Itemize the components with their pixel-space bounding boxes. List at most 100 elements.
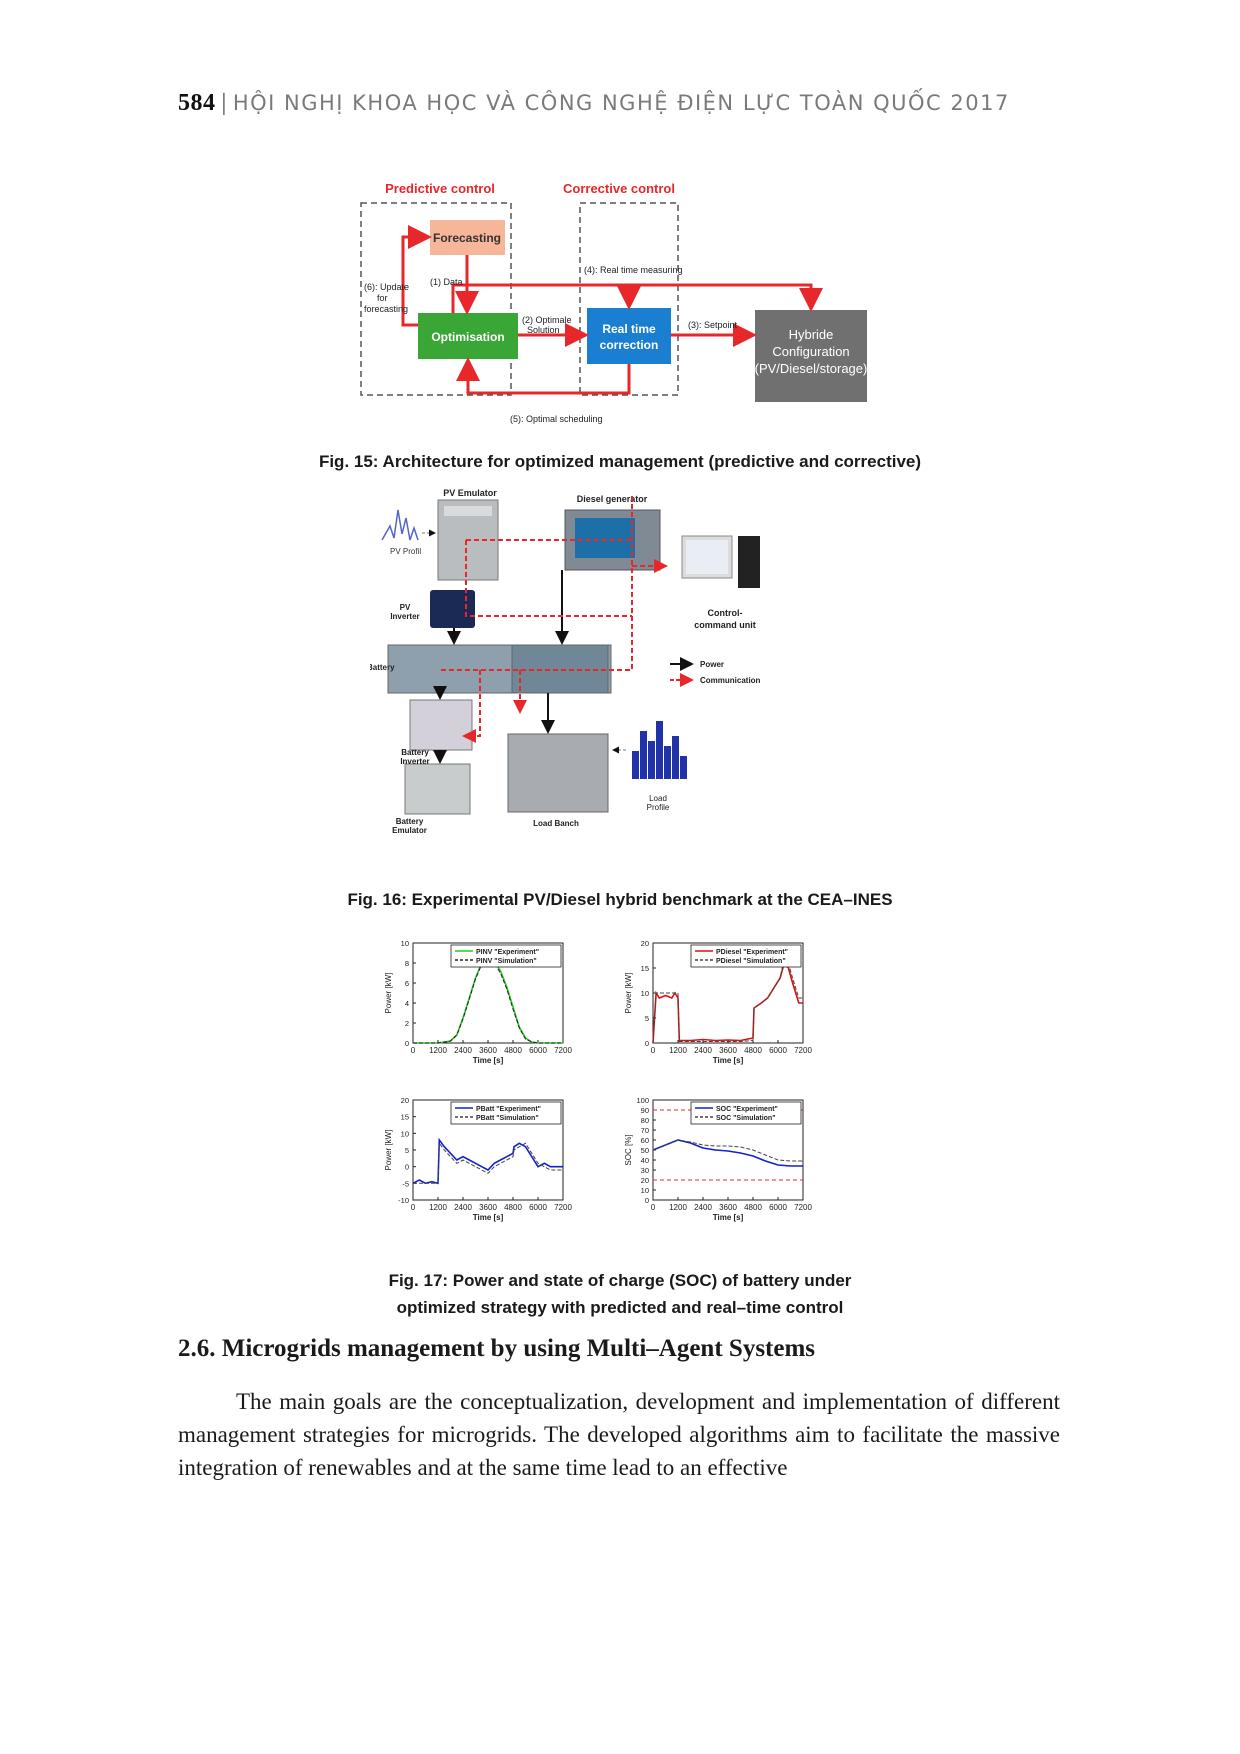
battery-inverter-label-1: Battery (370, 663, 395, 672)
legend-power-label: Power (700, 660, 724, 669)
chart-4-xtick-label-4: 4800 (744, 1203, 762, 1212)
body-paragraph: The main goals are the conceptualization… (178, 1389, 1060, 1480)
chart-4-ytick-label-9: 90 (641, 1106, 649, 1115)
chart-2-xtick-label-6: 7200 (794, 1046, 812, 1055)
hybrid-label-2: Configuration (772, 344, 849, 359)
control-tower (738, 536, 760, 588)
chart-4-ytick-label-0: 0 (645, 1196, 649, 1205)
chart-3-ytick-label-2: 0 (405, 1163, 409, 1172)
hybrid-label-3: (PV/Diesel/storage) (755, 361, 868, 376)
corrective-control-label: Corrective control (563, 181, 675, 196)
chart-2-ylabel: Power [kW] (624, 973, 633, 1014)
load-banch-photo (507, 733, 609, 813)
pv-inverter-photo (430, 590, 475, 628)
realtime-correction-block (587, 308, 671, 364)
control-screen (686, 540, 728, 574)
chart-2-ytick-label-0: 0 (645, 1039, 649, 1048)
chart-4-ytick-label-8: 80 (641, 1116, 649, 1125)
chart-4-xtick-label-2: 2400 (694, 1203, 712, 1212)
chart-3-legend-label-2: PBatt "Simulation" (476, 1115, 539, 1122)
pv-emulator-panel (444, 506, 492, 516)
chart-1-ytick-label-5: 10 (401, 939, 409, 948)
load-bar-1 (632, 751, 639, 779)
chart-4-ytick-label-5: 50 (641, 1146, 649, 1155)
hybrid-label-1: Hybride (789, 327, 834, 342)
comm-line-mid (465, 540, 632, 617)
chart-1-xtick-label-4: 4800 (504, 1046, 522, 1055)
chart-3-xtick-label-1: 1200 (429, 1203, 447, 1212)
chart-2-ytick-label-2: 10 (641, 989, 649, 998)
figure-15-architecture-diagram: Predictive control Corrective control Fo… (360, 181, 868, 424)
chart-2-xtick-label-3: 3600 (719, 1046, 737, 1055)
chart-3-legend-box (450, 1101, 562, 1125)
battery-emulator-photo (404, 763, 471, 815)
chart-2-legend-label-2: PDiesel "Simulation" (716, 958, 786, 965)
figure-15-caption: Fig. 15: Architecture for optimized mana… (318, 452, 922, 471)
label-setpoint: (3): Setpoint (688, 320, 738, 330)
battery-emulator-caption: Battery Emulator (387, 817, 432, 835)
load-banch-label: Load Banch (533, 819, 579, 828)
label-update-1: (6): Update (364, 282, 409, 292)
page-number: 584 (178, 90, 216, 116)
chart-1-legend-box (450, 944, 562, 968)
chart-4-series-2-line (652, 1139, 803, 1162)
chart-1-ytick-label-4: 8 (405, 959, 409, 968)
chart-1-xtick-label-1: 1200 (429, 1046, 447, 1055)
load-bar-3 (648, 741, 655, 779)
figure-17-caption: Fig. 17: Power and state of charge (SOC)… (0, 1267, 1240, 1321)
header-separator: | (221, 90, 227, 116)
running-header: 584|HỘI NGHỊ KHOA HỌC VÀ CÔNG NGHỆ ĐIỆN … (178, 90, 1010, 117)
pv-profil-label: PV Profil (390, 547, 421, 556)
chart-1-xtick-label-2: 2400 (454, 1046, 472, 1055)
comm-bus (440, 496, 633, 671)
load-profile-label-1: Load (649, 794, 667, 803)
chart-4-xlabel: Time [s] (713, 1213, 744, 1222)
chart-3-xtick-label-5: 6000 (529, 1203, 547, 1212)
comm-to-battery-emulator (466, 670, 481, 736)
arrow-optimal-scheduling (456, 357, 631, 395)
load-bar-2 (640, 731, 647, 779)
chart-1-xtick-label-0: 0 (411, 1046, 416, 1055)
diesel-generator-label: Diesel generator (577, 494, 648, 504)
label-optimal-scheduling: (5): Optimal scheduling (510, 414, 603, 424)
chart-3-series-2-line (413, 1141, 563, 1184)
load-bar-7 (680, 756, 687, 779)
chart-1-legend-label-1: PINV "Experiment" (476, 949, 539, 956)
load-bar-5 (664, 746, 671, 779)
chart-1-xtick-label-5: 6000 (529, 1046, 547, 1055)
optimisation-block (418, 313, 518, 359)
chart-4-xtick-label-6: 7200 (794, 1203, 812, 1212)
chart-2-xlabel: Time [s] (713, 1056, 744, 1065)
chart-2-legend-box (690, 944, 802, 968)
chart-3-ytick-label-6: 20 (401, 1096, 409, 1105)
switchboard-photo-right (511, 644, 609, 694)
figure-16-benchmark-photo-diagram: PV Emulator PV Profil Diesel generator P… (370, 488, 761, 828)
chart-2-xtick-label-1: 1200 (669, 1046, 687, 1055)
optimisation-label: Optimisation (431, 330, 504, 344)
chart-3-xtick-label-6: 7200 (554, 1203, 572, 1212)
chart-4-xtick-label-5: 6000 (769, 1203, 787, 1212)
chart-2-ytick-label-4: 20 (641, 939, 649, 948)
label-update-2: for (377, 293, 388, 303)
load-profile-label-2: Profile (647, 803, 670, 812)
chart-1-ytick-label-3: 6 (405, 979, 409, 988)
chart-2-xtick-label-4: 4800 (744, 1046, 762, 1055)
chart-1-legend-label-2: PINV "Simulation" (476, 958, 537, 965)
chart-3-xtick-label-4: 4800 (504, 1203, 522, 1212)
chart-4-ytick-label-6: 60 (641, 1136, 649, 1145)
chart-4-xtick-label-3: 3600 (719, 1203, 737, 1212)
chart-3-ytick-label-4: 10 (401, 1129, 409, 1138)
load-bar-6 (672, 736, 679, 779)
corrective-control-box (579, 202, 679, 396)
chart-3-ytick-label-1: -5 (402, 1179, 409, 1188)
pv-profile-graph (381, 509, 419, 541)
chart-3-legend-label-1: PBatt "Experiment" (476, 1106, 541, 1113)
forecasting-label: Forecasting (433, 231, 501, 245)
chart-4-ytick-label-2: 20 (641, 1176, 649, 1185)
chart-4-ytick-label-1: 10 (641, 1186, 649, 1195)
figure-17-caption-line1: Fig. 17: Power and state of charge (SOC)… (388, 1271, 852, 1290)
battery-emulator-label-line1: Battery (395, 817, 424, 826)
predictive-control-label: Predictive control (385, 181, 495, 196)
chart-3-xtick-label-2: 2400 (454, 1203, 472, 1212)
pv-inverter-label-1: PV (400, 603, 411, 612)
